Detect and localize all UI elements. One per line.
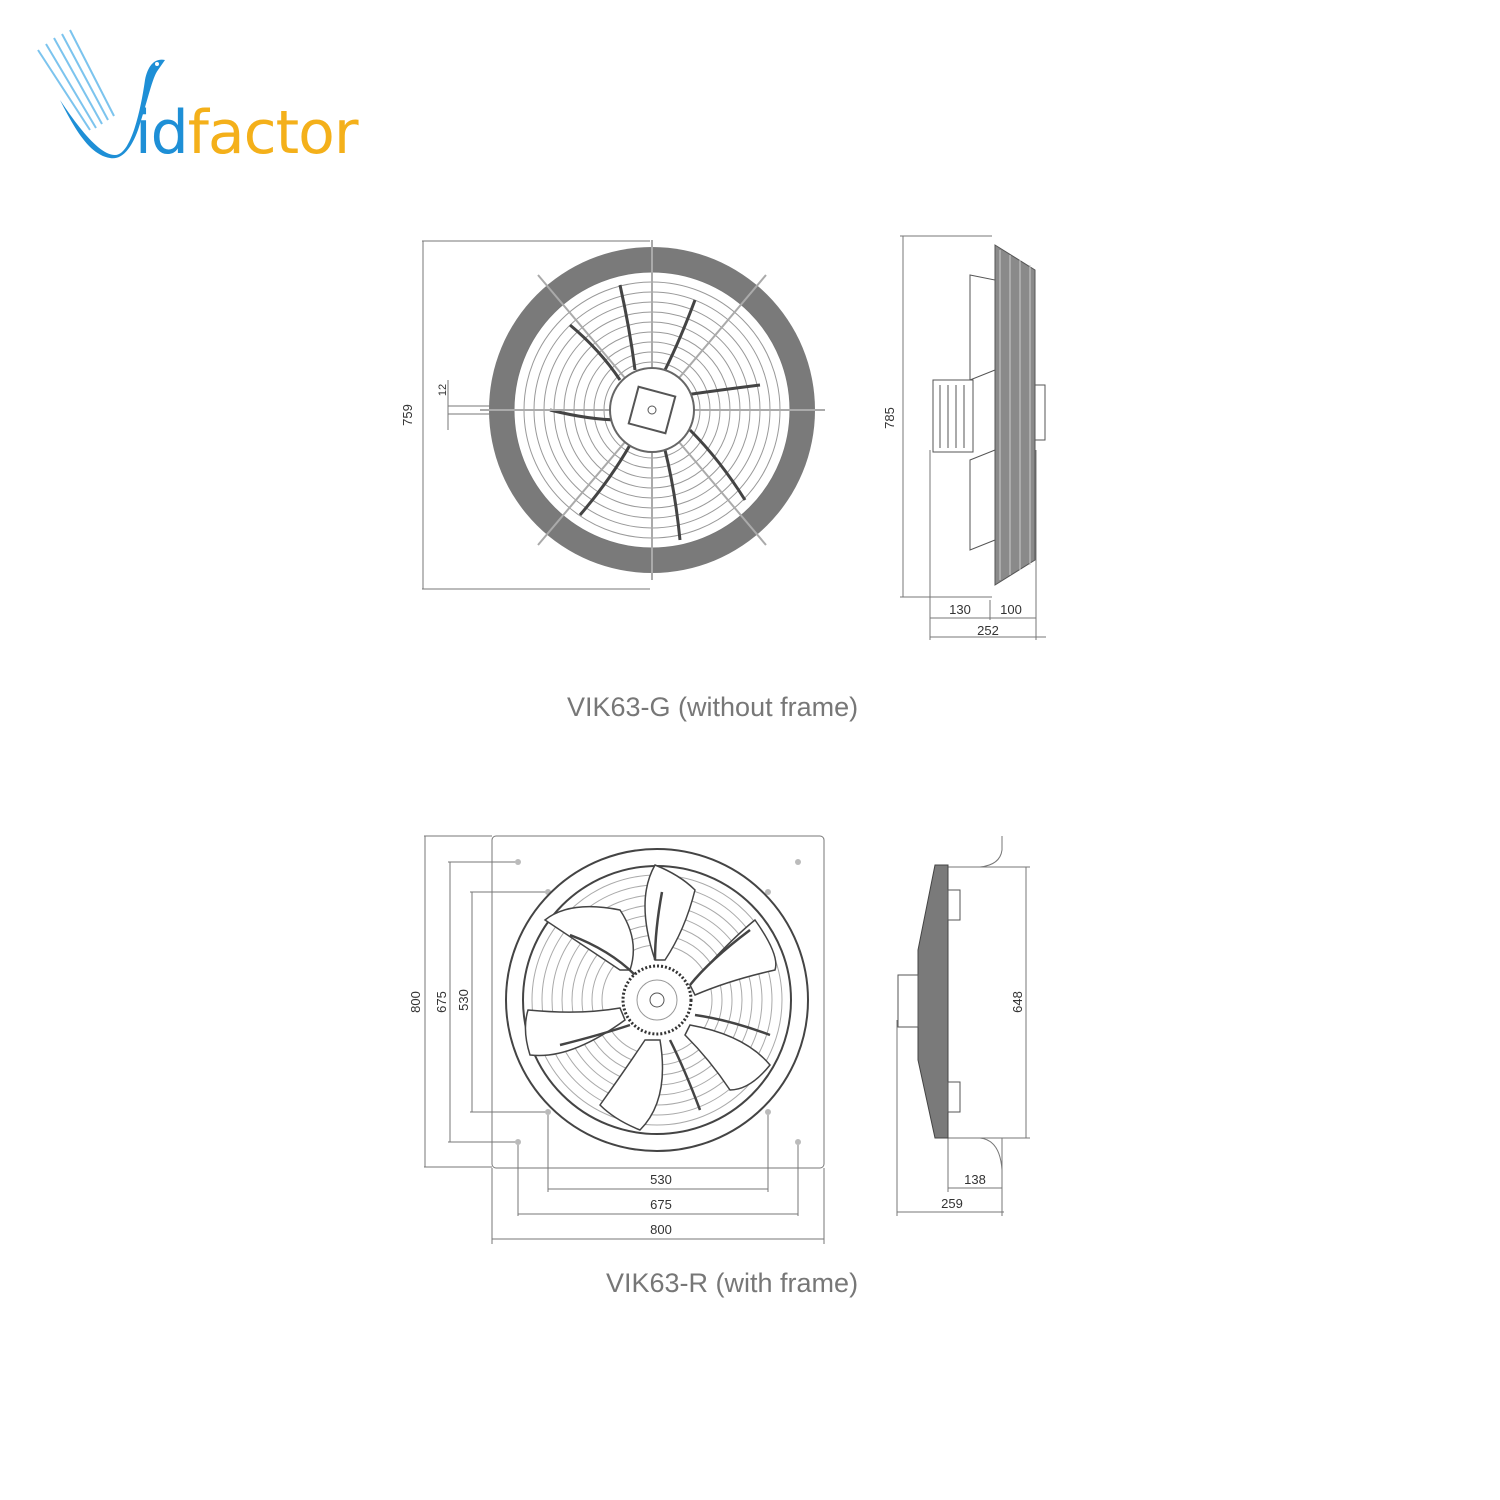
dim-mount-hole-12: 12 [437, 384, 449, 396]
dim-hole-height-530: 530 [456, 989, 471, 1011]
dim-total-depth-259: 259 [941, 1196, 963, 1211]
dim-hole-height-675: 675 [434, 991, 449, 1013]
dim-frame-width-800: 800 [650, 1222, 672, 1237]
vidfactor-logo: idfactor [30, 20, 390, 180]
brand-part-factor: factor [187, 98, 359, 168]
dim-height-785: 785 [882, 407, 897, 429]
vik63-r-side-view: 648 138 259 [896, 836, 1030, 1216]
brand-part-id: id [135, 98, 189, 168]
caption-vik63-g: VIK63-G (without frame) [567, 692, 859, 722]
dim-depth-100: 100 [1000, 602, 1022, 617]
bird-v-icon [37, 29, 165, 159]
dim-hole-width-530: 530 [650, 1172, 672, 1187]
vik63-g-front-view: 759 12 [400, 240, 825, 590]
dim-height-759: 759 [400, 404, 415, 426]
vik63-g-side-view: 785 130 100 252 [882, 235, 1046, 640]
dim-total-depth-252: 252 [977, 623, 999, 638]
dim-depth-138: 138 [964, 1172, 986, 1187]
brand-wordmark: idfactor [135, 98, 359, 168]
dim-height-648: 648 [1010, 991, 1025, 1013]
dim-hole-width-675: 675 [650, 1197, 672, 1212]
dim-frame-height-800: 800 [408, 991, 423, 1013]
caption-vik63-r: VIK63-R (with frame) [606, 1268, 859, 1298]
dim-depth-130: 130 [949, 602, 971, 617]
vik63-r-front-view: 800 675 530 530 675 800 [408, 835, 825, 1244]
